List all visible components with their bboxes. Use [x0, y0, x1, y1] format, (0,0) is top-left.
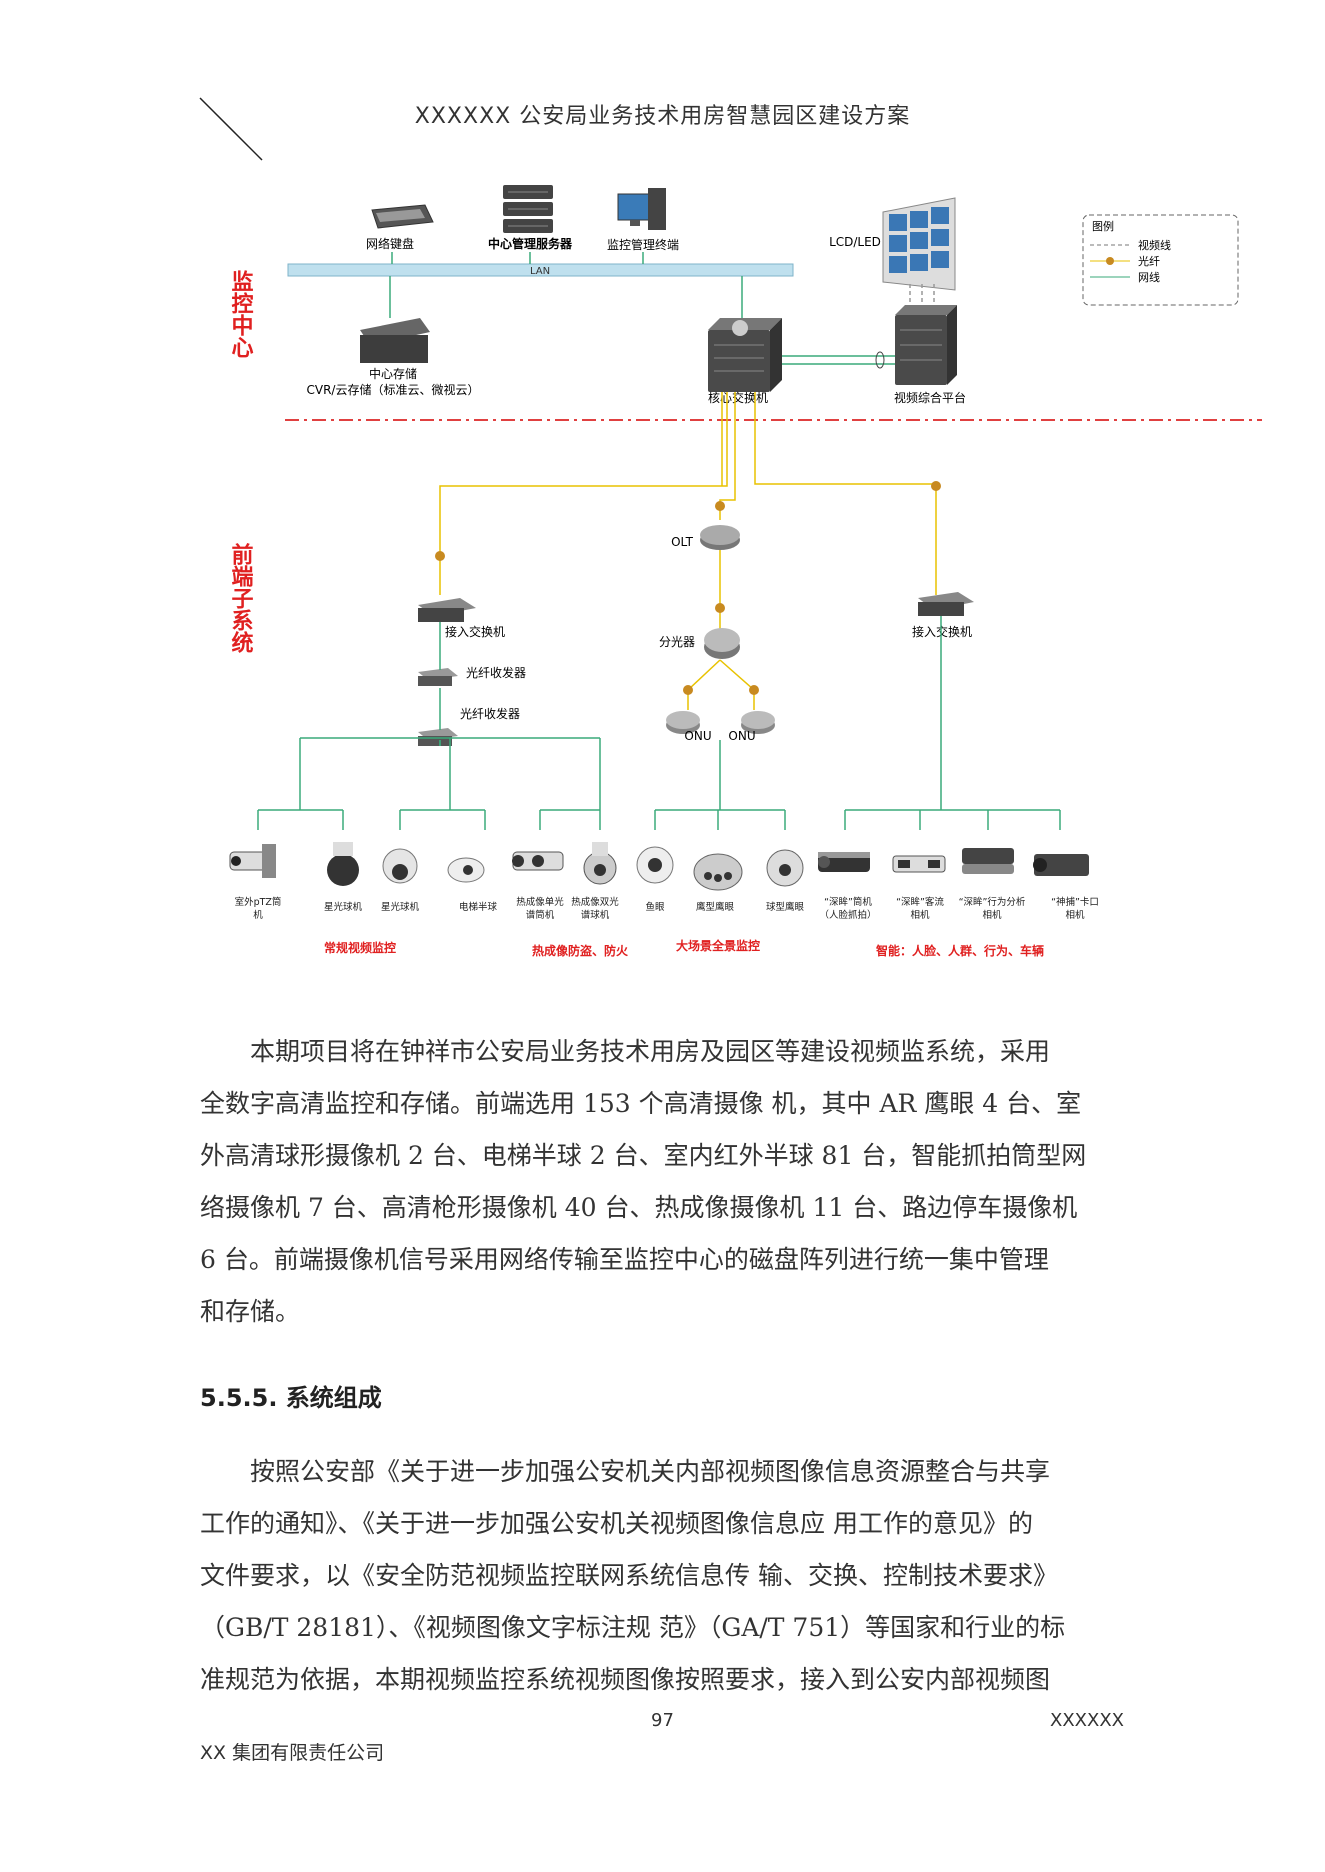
- paragraph-line: 络摄像机 7 台、高清枪形摄像机 40 台、热成像摄像机 11 台、路边停车摄像…: [200, 1193, 1078, 1222]
- label-management-server: 中心管理服务器: [488, 236, 573, 251]
- label-monitoring-terminal: 监控管理终端: [607, 237, 679, 252]
- label-lcd-led: LCD/LED: [829, 235, 881, 249]
- label-core-switch: 核心交换机: [708, 390, 768, 405]
- eagle-eye-camera-icon: [693, 853, 743, 891]
- paragraph-line: （GB/T 28181）、《视频图像文字标注规 范》（GA/T 751）等国家和…: [200, 1613, 1066, 1642]
- paragraph-line: 本期项目将在钟祥市公安局业务技术用房及园区等建设视频监系统，采用: [250, 1037, 1051, 1066]
- lan-bar: [287, 263, 794, 277]
- olt-icon: [700, 525, 740, 550]
- section-heading: 5.5.5. 系统组成: [200, 1384, 382, 1412]
- page-number: 97: [651, 1710, 674, 1731]
- body-paragraph-2: 按照公安部《关于进一步加强公安机关内部视频图像信息资源整合与共享 工作的通知》、…: [200, 1446, 1125, 1706]
- label-olt: OLT: [671, 535, 693, 549]
- camera-label: （人脸抓拍）: [819, 909, 876, 921]
- starlight-dome-camera-icon-2: [382, 848, 418, 884]
- ptz-bullet-camera-icon: [229, 844, 276, 878]
- smart-bullet-camera-icon: [818, 852, 870, 872]
- legend-item-video: 视频线: [1138, 238, 1171, 252]
- elevator-dome-camera-icon: [447, 857, 485, 883]
- paragraph-line: 和存储。: [200, 1297, 301, 1326]
- paragraph-line: 文件要求，以《安全防范视频监控联网系统信息传 输、交换、控制技术要求》: [200, 1561, 1058, 1590]
- camera-label: 鱼眼: [645, 901, 665, 913]
- label-onu-1: ONU: [684, 729, 711, 743]
- camera-label: 热成像单光: [516, 896, 564, 908]
- camera-label: 星光球机: [381, 901, 420, 913]
- camera-label: “深眸”筒机: [824, 896, 872, 908]
- paragraph-line: 按照公安部《关于进一步加强公安机关内部视频图像信息资源整合与共享: [250, 1457, 1051, 1486]
- body-paragraph-1: 本期项目将在钟祥市公安局业务技术用房及园区等建设视频监系统，采用 全数字高清监控…: [200, 1026, 1125, 1338]
- thermal-dome-camera-icon: [583, 842, 617, 885]
- company-name: XX 集团有限责任公司: [200, 1742, 385, 1764]
- camera-icons: [229, 842, 1089, 891]
- group-label-smart: 智能：人脸、人群、行为、车辆: [875, 943, 1044, 958]
- camera-label: 谱筒机: [526, 909, 555, 921]
- onu-icon: [666, 711, 775, 734]
- legend-item-fiber: 光纤: [1138, 254, 1160, 268]
- optical-splitter-icon: [704, 628, 740, 659]
- checkpoint-camera-icon: [1033, 854, 1089, 876]
- camera-label: 相机: [982, 909, 1002, 921]
- header-decoration: [199, 97, 263, 161]
- people-counting-camera-icon: [892, 855, 946, 873]
- starlight-dome-camera-icon: [327, 842, 359, 886]
- page-header-title: XXXXXX 公安局业务技术用房智慧园区建设方案: [414, 104, 911, 129]
- paragraph-line: 6 台。前端摄像机信号采用网络传输至监控中心的磁盘阵列进行统一集中管理: [200, 1245, 1049, 1274]
- camera-label: 相机: [910, 909, 930, 921]
- access-switch-left-icon: [418, 598, 476, 622]
- monitoring-terminal-icon: [617, 188, 666, 230]
- paragraph-line: 外高清球形摄像机 2 台、电梯半球 2 台、室内红外半球 81 台，智能抓拍筒型…: [200, 1141, 1087, 1170]
- camera-label: “深眸”客流: [896, 896, 944, 908]
- system-topology-diagram: 监控中心 前端子系统 LAN 网络键盘 中心管理服务器 监控管理终端 LCD/L…: [228, 185, 1262, 958]
- label-access-switch-left: 接入交换机: [445, 624, 505, 639]
- fiber-connector-markers: [435, 481, 941, 695]
- label-network-keyboard: 网络键盘: [366, 236, 414, 251]
- paragraph-line: 全数字高清监控和存储。前端选用 153 个高清摄像 机，其中 AR 鹰眼 4 台…: [200, 1089, 1082, 1118]
- label-video-platform: 视频综合平台: [894, 390, 966, 405]
- lan-label: LAN: [530, 266, 550, 277]
- paragraph-line: 准规范为依据，本期视频监控系统视频图像按照要求，接入到公安内部视频图: [200, 1665, 1051, 1694]
- paragraph-line: 工作的通知》、《关于进一步加强公安机关视频图像信息应 用工作的意见》的: [200, 1509, 1033, 1538]
- camera-label: 鹰型鹰眼: [696, 901, 735, 913]
- zone-label-control-center: 监控中心: [228, 269, 254, 358]
- camera-label: “神捕”卡口: [1051, 896, 1099, 908]
- group-label-thermal: 热成像防盗、防火: [532, 943, 629, 958]
- camera-label: 电梯半球: [459, 901, 498, 913]
- label-onu-2: ONU: [728, 729, 755, 743]
- video-wall-icon: [882, 197, 956, 291]
- group-label-panoramic: 大场景全景监控: [676, 938, 760, 953]
- camera-label: 相机: [1065, 909, 1085, 921]
- fisheye-camera-icon: [636, 846, 674, 884]
- legend-title: 图例: [1092, 219, 1114, 233]
- legend-item-network: 网线: [1138, 270, 1160, 284]
- access-switch-right-icon: [918, 592, 974, 616]
- camera-label: “深眸”行为分析: [959, 896, 1026, 908]
- label-transceiver-1: 光纤收发器: [466, 665, 526, 680]
- camera-label: 热成像双光: [571, 896, 619, 908]
- label-transceiver-2: 光纤收发器: [460, 706, 520, 721]
- central-storage-icon: [360, 318, 430, 363]
- behavior-analysis-camera-icon: [962, 848, 1014, 874]
- zone-label-front-end: 前端子系统: [228, 542, 254, 653]
- fiber-transceiver-icon: [418, 668, 458, 746]
- camera-label: 谱球机: [581, 909, 610, 921]
- core-switch-icon: [708, 318, 782, 392]
- label-splitter: 分光器: [659, 635, 695, 649]
- label-access-switch-right: 接入交换机: [912, 624, 972, 639]
- camera-label: 球型鹰眼: [766, 901, 805, 913]
- document-code: XXXXXX: [1050, 1710, 1124, 1731]
- video-platform-icon: [895, 305, 957, 385]
- network-keyboard-icon: [371, 204, 434, 229]
- label-cvr-storage: CVR/云存储（标准云、微视云）: [307, 382, 480, 397]
- label-central-storage: 中心存储: [369, 366, 417, 381]
- camera-label: 机: [253, 909, 263, 921]
- spherical-eagle-eye-camera-icon: [766, 849, 804, 887]
- management-server-icon: [503, 185, 553, 233]
- camera-label: 室外pTZ筒: [235, 896, 282, 908]
- group-label-regular: 常规视频监控: [324, 940, 396, 955]
- camera-label: 星光球机: [324, 901, 363, 913]
- thermal-bullet-camera-icon: [512, 851, 564, 871]
